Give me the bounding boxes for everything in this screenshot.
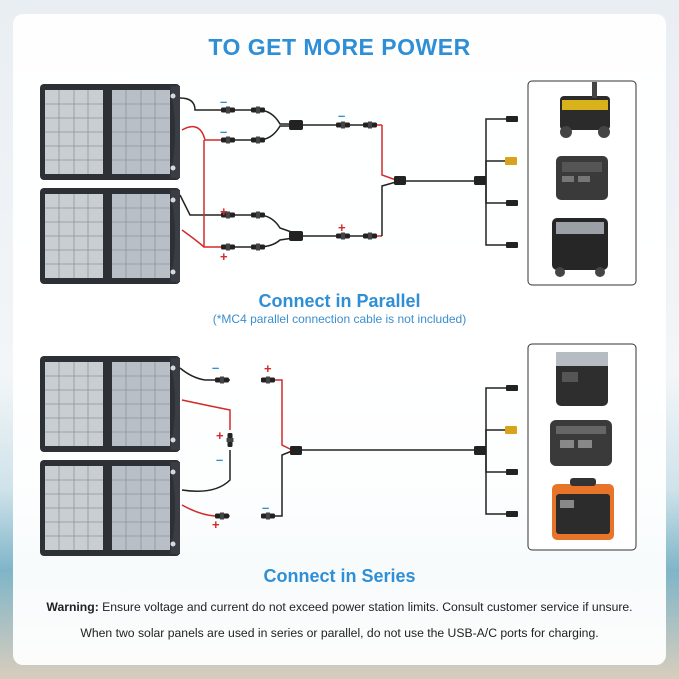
negative-sign: – [216,452,223,467]
positive-sign: + [220,249,228,264]
warning-body: Ensure voltage and current do not exceed… [98,600,633,614]
output-plug-icon [505,157,517,165]
series-title: Connect in Series [263,566,416,586]
solar-panel-icon [39,187,181,285]
positive-sign: + [338,220,346,235]
power-station-icon [552,218,608,277]
series-section: – + + – + – [39,343,637,557]
positive-sign: + [264,361,272,376]
power-station-icon [556,156,608,200]
parallel-title: Connect in Parallel [258,291,421,311]
mc4-connector-icon [251,136,265,144]
branch-connector-icon [289,231,303,241]
mc4-connector-icon [226,433,234,447]
mc4-connector-icon [363,232,377,240]
negative-sign: – [220,124,227,139]
page-title: TO GET MORE POWER [208,34,471,60]
power-station-icon [552,478,614,540]
positive-sign: + [220,204,228,219]
output-plug-icon [506,469,518,475]
parallel-section: – – – + + + [39,80,637,286]
mc4-connector-icon [261,376,275,384]
mc4-connector-icon [251,106,265,114]
output-plug-icon [505,426,517,434]
solar-panel-icon [39,459,181,557]
output-plug-icon [506,242,518,248]
usage-note: When two solar panels are used in series… [80,626,599,640]
output-plug-icon [506,511,518,517]
negative-sign: – [220,94,227,109]
mc4-connector-icon [251,211,265,219]
output-plug-icon [506,385,518,391]
solar-panel-icon [39,83,181,181]
output-plug-icon [506,116,518,122]
mc4-connector-icon [251,243,265,251]
power-station-icon [556,352,608,406]
positive-sign: + [216,428,224,443]
solar-panel-icon [39,355,181,453]
parallel-note: (*MC4 parallel connection cable is not i… [212,312,467,326]
mc4-connector-icon [215,376,229,384]
negative-sign: – [212,360,219,375]
power-station-icon [550,420,612,466]
warning-label: Warning: [46,600,99,614]
warning-text: Warning: Ensure voltage and current do n… [0,600,679,614]
negative-sign: – [262,500,269,515]
branch-connector-icon [289,120,303,130]
positive-sign: + [212,517,220,532]
output-plug-icon [506,200,518,206]
power-station-icon [560,82,610,138]
mc4-connector-icon [363,121,377,129]
negative-sign: – [338,108,345,123]
